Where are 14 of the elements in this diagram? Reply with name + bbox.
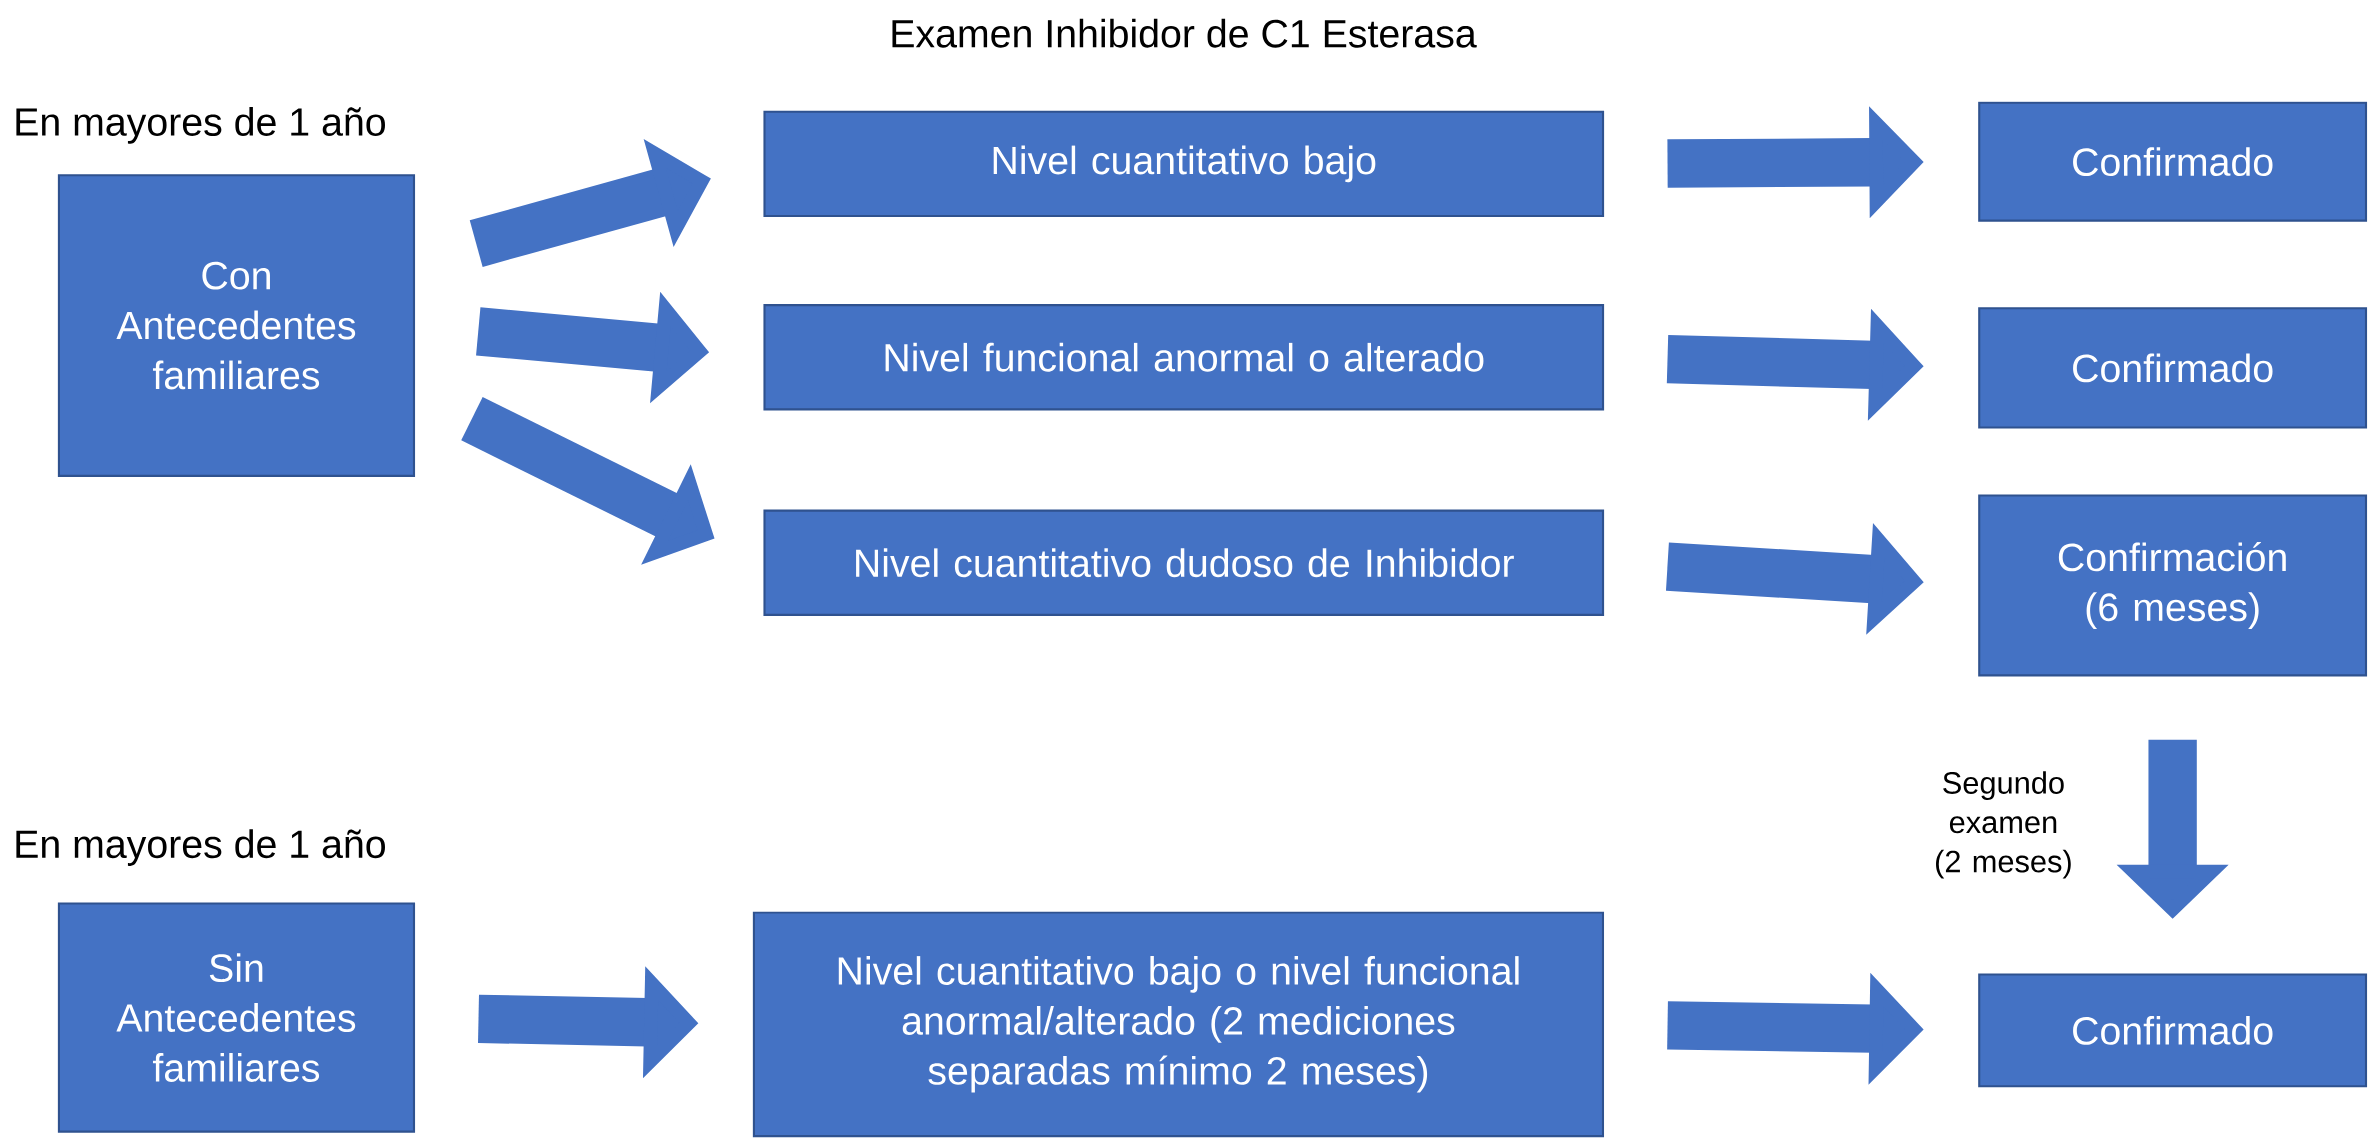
process-box: Nivel cuantitativo bajo o nivel funcional anormal/alterado (2 mediciones separadas mínimo 2 meses) — [752, 911, 1605, 1138]
section-heading: En mayores de 1 año — [16, 107, 385, 144]
edge-label: Segundo examen (2 meses) — [1911, 765, 2096, 884]
process-box: Confirmación (6 meses) — [1978, 494, 2368, 677]
title: Examen Inhibidor de C1 Esterasa — [892, 18, 1477, 48]
process-box: Nivel funcional anormal o alterado — [763, 304, 1605, 411]
section-heading: En mayores de 1 año — [16, 829, 385, 866]
process-box: Confirmado — [1978, 101, 2368, 222]
process-box: Nivel cuantitativo bajo — [763, 110, 1605, 218]
process-box: Confirmado — [1978, 973, 2368, 1088]
process-box: Con Antecedentes familiares — [57, 174, 416, 477]
process-box: Nivel cuantitativo dudoso de Inhibidor — [763, 509, 1605, 616]
process-box: Sin Antecedentes familiares — [57, 902, 416, 1133]
process-box: Confirmado — [1978, 307, 2368, 429]
